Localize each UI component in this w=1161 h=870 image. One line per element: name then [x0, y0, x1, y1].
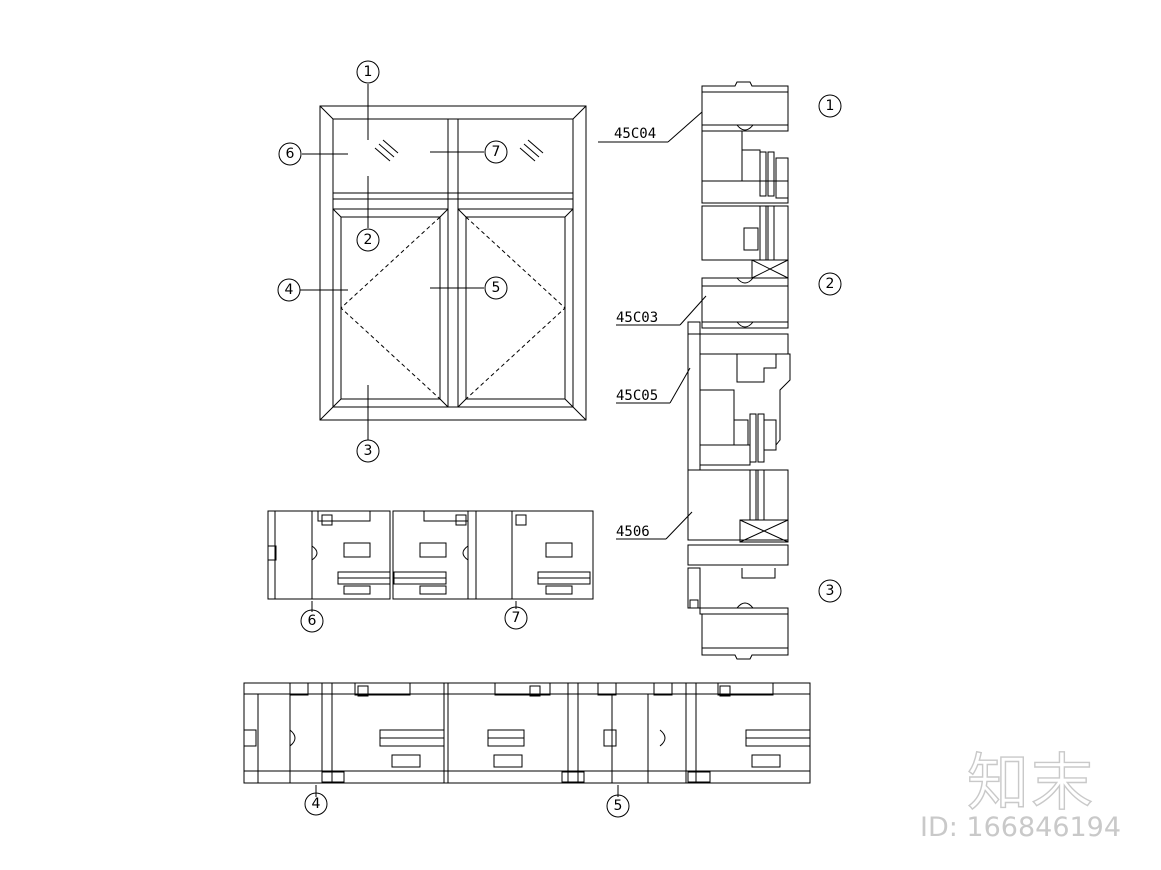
section-callout-4: 4 — [312, 796, 321, 812]
part-code-45c04: 45C04 — [614, 126, 656, 142]
opening-indicator-right — [465, 215, 566, 401]
section-callout-2: 2 — [826, 276, 835, 292]
callout-1: 1 — [364, 64, 373, 80]
inner-frame — [332, 118, 574, 408]
callout-7: 7 — [492, 144, 501, 160]
callout-2: 2 — [364, 232, 373, 248]
elevation-callouts — [277, 60, 842, 818]
watermark-id: ID: 166846194 — [920, 812, 1122, 843]
window-elevation — [300, 84, 614, 440]
horizontal-section-4-5 — [243, 682, 811, 797]
section-callout-6: 6 — [308, 613, 317, 629]
section-callout-3: 3 — [826, 583, 835, 599]
vertical-section — [614, 81, 791, 660]
callout-5: 5 — [492, 280, 501, 296]
outer-frame — [319, 105, 587, 421]
section-callout-7: 7 — [512, 610, 521, 626]
part-code-45c03: 45C03 — [616, 310, 658, 326]
part-code-4506: 4506 — [616, 524, 650, 540]
horizontal-section-6-7 — [267, 510, 594, 612]
callout-4: 4 — [285, 282, 294, 298]
section-callout-1: 1 — [826, 98, 835, 114]
section-callout-5: 5 — [614, 798, 623, 814]
callout-3: 3 — [364, 443, 373, 459]
watermark-logo: 知末 — [966, 745, 1096, 819]
callout-6: 6 — [286, 146, 295, 162]
sash-left — [332, 208, 449, 408]
sash-right — [457, 208, 574, 408]
part-code-45c05: 45C05 — [616, 388, 658, 404]
opening-indicator-left — [340, 215, 441, 401]
